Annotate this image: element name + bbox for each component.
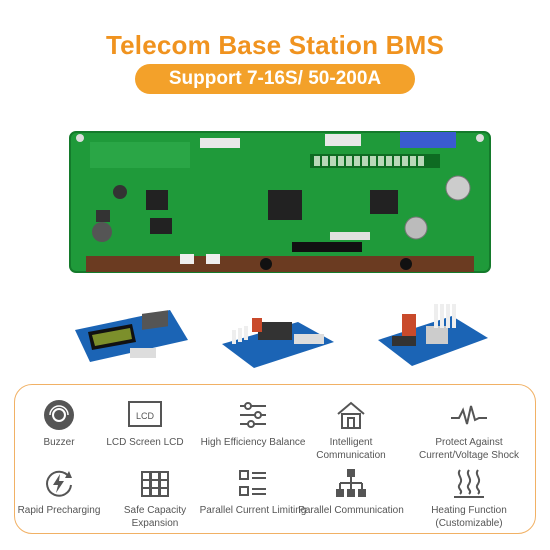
- feature-label: Heating Function (Customizable): [431, 505, 507, 529]
- feature-lcd: LCD LCD Screen LCD: [90, 398, 200, 449]
- feature-communication: Intelligent Communication: [296, 398, 406, 462]
- home-communication-icon: [337, 401, 365, 429]
- lcd-module-image: [75, 310, 188, 362]
- feature-label: LCD Screen LCD: [106, 437, 184, 448]
- feature-balance: High Efficiency Balance: [198, 398, 308, 449]
- network-icon: [336, 469, 366, 497]
- rapid-precharge-icon: [46, 470, 72, 497]
- bms-board-image: [69, 131, 491, 273]
- feature-current-limiting: Parallel Current Limiting: [198, 466, 308, 517]
- lcd-icon: LCD: [128, 401, 162, 427]
- feature-label: Safe Capacity Expansion: [123, 505, 187, 529]
- page-title: Telecom Base Station BMS: [105, 30, 445, 60]
- feature-buzzer: Buzzer: [4, 398, 114, 449]
- heating-icon: [454, 469, 484, 498]
- feature-rapid-precharging: Rapid Precharging: [4, 466, 114, 517]
- lcd-icon-text: LCD: [136, 411, 155, 421]
- feature-label: Parallel Communication: [298, 505, 404, 516]
- features-panel: [14, 384, 536, 534]
- connector-module-image: [378, 304, 488, 366]
- feature-label: Rapid Precharging: [17, 505, 101, 516]
- current-limit-icon: [239, 470, 266, 496]
- buzzer-icon: [44, 400, 74, 430]
- feature-label: Buzzer: [43, 437, 75, 448]
- capacity-expansion-icon: [141, 471, 169, 497]
- shock-protection-icon: [451, 405, 487, 425]
- feature-capacity-expansion: Safe Capacity Expansion: [100, 466, 210, 530]
- feature-label: Protect Against Current/Voltage Shock: [418, 437, 520, 461]
- feature-parallel-communication: Parallel Communication: [296, 466, 406, 517]
- subtitle-badge: Support 7-16S/ 50-200A: [135, 64, 415, 94]
- feature-shock-protection: Protect Against Current/Voltage Shock: [414, 398, 524, 462]
- communication-module-image: [222, 318, 334, 368]
- subtitle-text: Support 7-16S/ 50-200A: [168, 68, 382, 89]
- feature-heating: Heating Function (Customizable): [414, 466, 524, 530]
- feature-label: Intelligent Communication: [316, 437, 386, 461]
- feature-label: Parallel Current Limiting: [199, 505, 307, 516]
- balance-sliders-icon: [240, 402, 266, 428]
- feature-label: High Efficiency Balance: [200, 437, 306, 448]
